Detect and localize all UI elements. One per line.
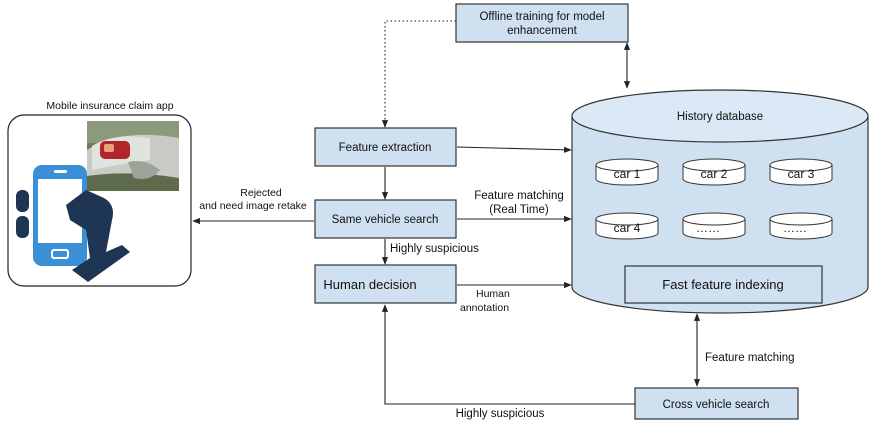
same-vehicle-search-box (314, 199, 457, 239)
human-decision-label: Human decision (323, 277, 416, 292)
history-database: History database car 1 car 2 car 3 car 4… (571, 89, 869, 314)
feature-matching-rt-line1: Feature matching (474, 190, 564, 202)
mobile-app-panel: Mobile insurance claim app (7, 100, 192, 287)
fast-feature-indexing-box (624, 265, 823, 304)
human-decision-box (314, 264, 457, 304)
car-record-more-1: …… (682, 212, 746, 240)
car-1-label: car 1 (614, 167, 641, 181)
car-record-3: car 3 (769, 158, 833, 186)
cross-vehicle-search-box (634, 387, 799, 420)
feature-extraction-node: Feature extraction (314, 127, 457, 167)
feature-matching-rt-line2: (Real Time) (489, 204, 549, 216)
offline-training-node: Offline training for model enhancement (455, 3, 629, 43)
car-record-1: car 1 (595, 158, 659, 186)
highly-suspicious-label-1: Highly suspicious (390, 243, 479, 255)
feature-matching-label: Feature matching (705, 352, 795, 364)
car-more-label-1: …… (696, 221, 720, 235)
human-annotation-line2: annotation (460, 302, 509, 314)
edge-feature-extraction-to-database (456, 146, 572, 153)
rejected-label-line2: and need image retake (199, 200, 307, 212)
database-title: History database (677, 111, 763, 123)
offline-training-label-line1: Offline training for model (479, 11, 604, 23)
offline-training-label-line2: enhancement (507, 25, 577, 37)
hand-icon (16, 190, 130, 282)
edge-cross-vehicle-to-human-decision (381, 304, 635, 405)
car-4-label: car 4 (614, 221, 641, 235)
fast-feature-indexing-label: Fast feature indexing (662, 277, 783, 292)
database-top (571, 89, 869, 143)
feature-extraction-label: Feature extraction (339, 142, 432, 154)
rejected-label-line1: Rejected (240, 187, 282, 199)
cross-vehicle-search-label: Cross vehicle search (663, 399, 770, 411)
same-vehicle-search-label: Same vehicle search (332, 214, 439, 226)
feature-extraction-box (314, 127, 457, 167)
human-decision-node: Human decision (314, 264, 457, 304)
car-more-label-2: …… (783, 221, 807, 235)
car-3-label: car 3 (788, 167, 815, 181)
car-record-more-2: …… (769, 212, 833, 240)
cross-vehicle-search-node: Cross vehicle search (634, 387, 799, 420)
car-record-4: car 4 (595, 212, 659, 240)
same-vehicle-search-node: Same vehicle search (314, 199, 457, 239)
offline-training-box (455, 3, 629, 43)
car-damage-photo (87, 121, 179, 191)
highly-suspicious-label-2: Highly suspicious (456, 408, 545, 420)
human-annotation-line1: Human (476, 288, 510, 300)
edge-offline-to-feature-extraction (381, 20, 456, 128)
car-2-label: car 2 (701, 167, 728, 181)
mobile-app-label: Mobile insurance claim app (46, 100, 173, 112)
fast-feature-indexing: Fast feature indexing (624, 265, 823, 304)
car-record-2: car 2 (682, 158, 746, 186)
